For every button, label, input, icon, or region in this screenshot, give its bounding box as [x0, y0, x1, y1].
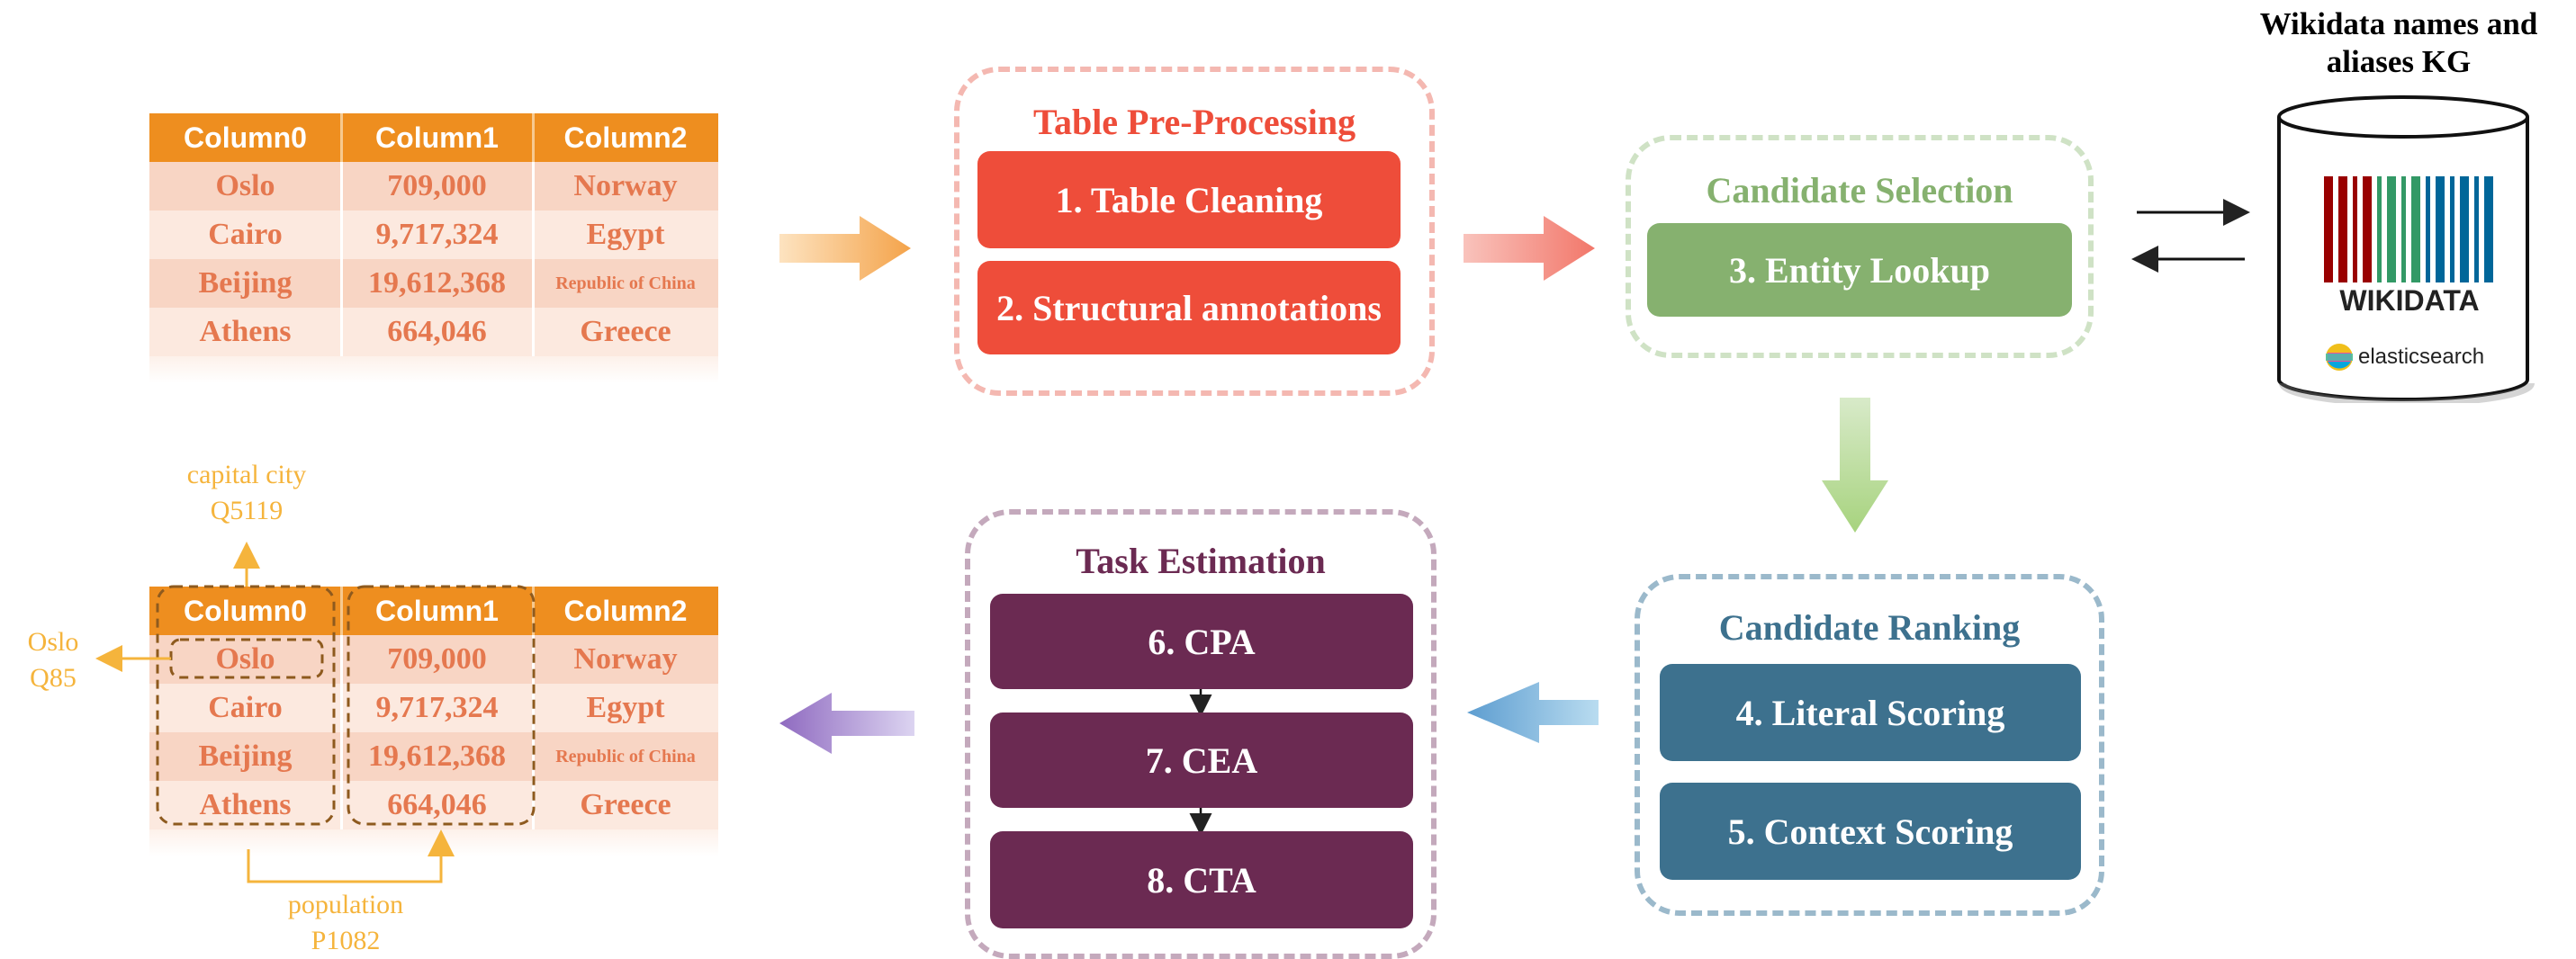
table-row: Oslo 709,000 Norway	[149, 635, 718, 684]
table-header-col1: Column1	[341, 113, 533, 162]
table-row: Cairo 9,717,324 Egypt	[149, 211, 718, 259]
wikidata-logo-icon	[2324, 176, 2493, 282]
entity-annotation: Oslo Q85	[27, 627, 79, 693]
column1-highlight	[347, 585, 536, 826]
flow-arrow-purple	[779, 693, 914, 754]
table-row: Beijing 19,612,368 Republic of China	[149, 732, 718, 781]
table-header-col0: Column0	[149, 587, 341, 635]
table-header-col1: Column1	[341, 587, 533, 635]
flow-arrow-orange	[779, 216, 911, 281]
table-row: Beijing 19,612,368 Republic of China	[149, 259, 718, 308]
preprocessing-title: Table Pre-Processing	[1032, 102, 1356, 142]
property-bracket	[247, 829, 455, 883]
elasticsearch-wordmark: elasticsearch	[2358, 345, 2485, 369]
step-cea: 7. CEA	[990, 713, 1413, 808]
preprocessing-box	[954, 67, 1435, 396]
table-header-col2: Column2	[533, 587, 718, 635]
flow-arrow-red	[1464, 216, 1595, 281]
property-annotation: population P1082	[287, 890, 404, 955]
step-cta: 8. CTA	[990, 831, 1413, 928]
candidate-ranking-box	[1635, 574, 2104, 916]
type-annotation: capital city Q5119	[186, 460, 307, 525]
step-structural-annotations: 2. Structural annotations	[977, 261, 1401, 354]
table-row: Athens 664,046 Greece	[149, 308, 718, 356]
task-estimation-title: Task Estimation	[1076, 541, 1326, 581]
flow-arrow-blue	[1467, 682, 1599, 743]
table-header-col0: Column0	[149, 113, 341, 162]
step-literal-scoring: 4. Literal Scoring	[1660, 664, 2081, 761]
input-table: Column0 Column1 Column2 Oslo 709,000 Nor…	[149, 113, 718, 383]
kg-title: Wikidata names and aliases KG	[2259, 6, 2538, 79]
table-row: Oslo 709,000 Norway	[149, 162, 718, 211]
flow-arrow-green	[1822, 398, 1888, 533]
wikidata-wordmark: WIKIDATA	[2339, 284, 2480, 317]
step-table-cleaning: 1. Table Cleaning	[977, 151, 1401, 248]
table-row: Cairo 9,717,324 Egypt	[149, 684, 718, 732]
elasticsearch-logo-icon	[2326, 344, 2353, 371]
table-header-col2: Column2	[533, 113, 718, 162]
table-row: Athens 664,046 Greece	[149, 781, 718, 829]
step-context-scoring: 5. Context Scoring	[1660, 783, 2081, 880]
candidate-selection-title: Candidate Selection	[1706, 170, 2013, 211]
candidate-ranking-title: Candidate Ranking	[1718, 607, 2021, 648]
step-entity-lookup: 3. Entity Lookup	[1647, 223, 2072, 317]
candidate-selection-box	[1626, 135, 2094, 358]
step-cpa: 6. CPA	[990, 594, 1413, 689]
